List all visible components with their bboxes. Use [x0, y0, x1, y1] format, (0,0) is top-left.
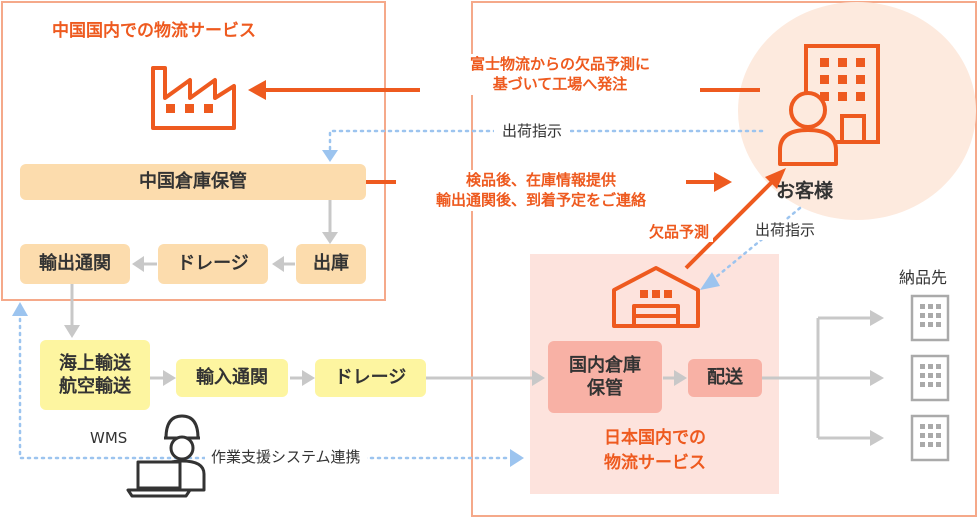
air-transport-label: 航空輸送 — [59, 376, 131, 397]
ship-instruction-right-label: 出荷指示 — [752, 220, 819, 241]
china-section-frame — [1, 1, 386, 301]
forecast-message: 富士物流からの欠品予測に 基づいて工場へ発注 — [420, 54, 700, 95]
import-customs-box: 輸入通関 — [176, 359, 288, 397]
factory-icon — [151, 66, 236, 130]
dotted-arrowheads — [12, 150, 720, 467]
japan-warehouse-line2: 保管 — [587, 378, 623, 399]
japan-title-line1: 日本国内での — [604, 428, 706, 448]
wms-system-link-label: 作業支援システム連携 — [205, 447, 367, 468]
customer-label: お客様 — [776, 180, 834, 202]
japan-section-frame — [471, 1, 977, 517]
laptop-icon — [126, 460, 192, 498]
drayage-box-china: ドレージ — [158, 244, 268, 284]
forecast-message-line1: 富士物流からの欠品予測に — [469, 55, 650, 73]
wms-label: WMS — [90, 429, 128, 447]
customer-person-icon — [778, 91, 838, 166]
ship-instruction-top-label: 出荷指示 — [494, 121, 571, 142]
shortage-forecast-label: 欠品予測 — [645, 222, 714, 243]
inventory-message-line1: 検品後、在庫情報提供 — [465, 171, 616, 189]
sea-air-transport-box: 海上輸送 航空輸送 — [40, 340, 150, 410]
japan-section-title: 日本国内での 物流サービス — [566, 426, 744, 475]
inventory-message-line2: 輸出通関後、到着予定をご連絡 — [435, 191, 646, 210]
destination-building-icon — [910, 294, 950, 462]
japan-title-line2: 物流サービス — [604, 452, 706, 473]
delivery-box: 配送 — [688, 359, 762, 397]
sea-transport-label: 海上輸送 — [59, 352, 131, 374]
shortage-forecast-arrow — [684, 168, 786, 270]
export-customs-box: 輸出通関 — [20, 244, 130, 284]
warehouse-icon — [612, 266, 700, 328]
shipping-box: 出庫 — [296, 244, 366, 284]
drayage-box-transport: ドレージ — [315, 359, 426, 397]
destination-label: 納品先 — [899, 268, 948, 287]
inventory-message: 検品後、在庫情報提供 輸出通関後、到着予定をご連絡 — [396, 170, 686, 211]
destination-building-windows — [920, 304, 941, 447]
china-section-title: 中国国内での物流サービス — [52, 21, 256, 41]
japan-warehouse-box: 国内倉庫 保管 — [548, 341, 662, 413]
china-warehouse-box: 中国倉庫保管 — [20, 164, 366, 200]
flow-arrows — [64, 200, 884, 446]
japan-warehouse-line1: 国内倉庫 — [569, 354, 641, 376]
forecast-message-line2: 基づいて工場へ発注 — [492, 75, 628, 94]
